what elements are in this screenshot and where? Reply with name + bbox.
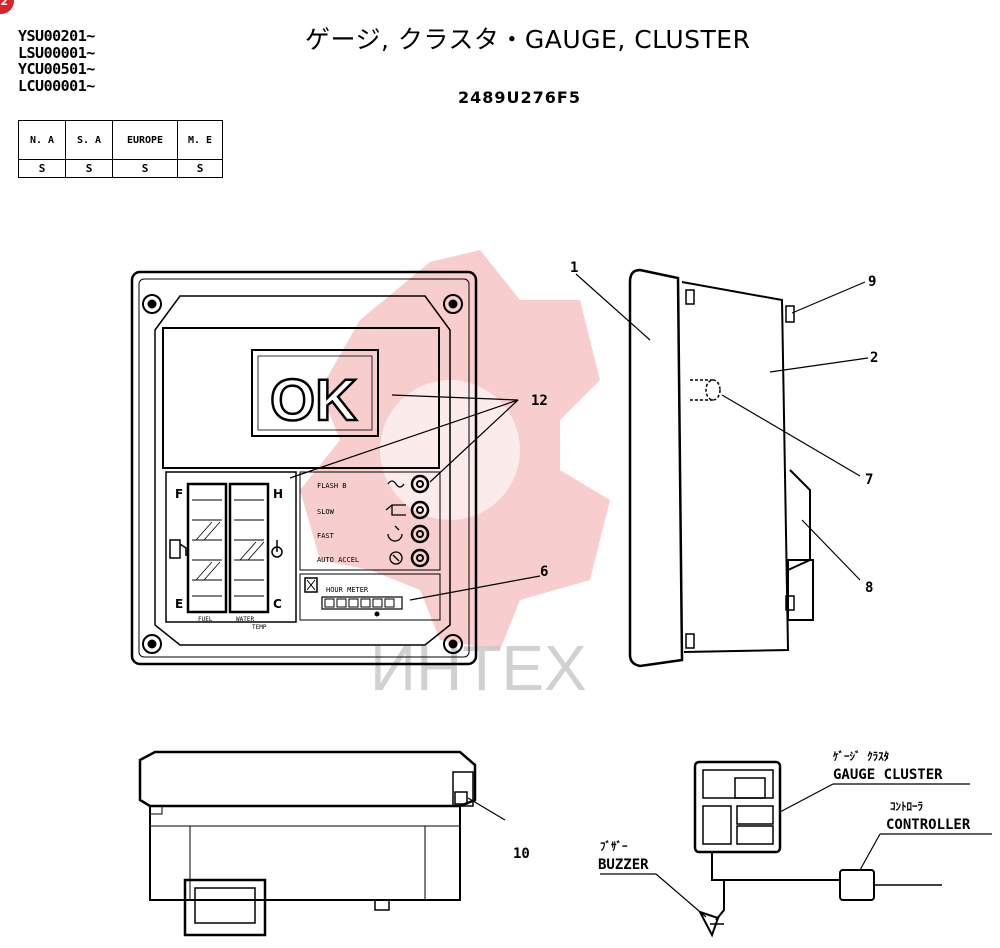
callout-9: 9	[868, 274, 876, 290]
indicator-label: SLOW	[317, 508, 335, 516]
temp-hot-mark: H	[273, 487, 283, 501]
gauge-cluster-front-view	[130, 270, 478, 666]
market-header: EUROPE	[112, 120, 178, 160]
watermark-text: ИНТЕХ	[370, 632, 587, 704]
page-badge-number: 2	[0, 0, 8, 8]
system-controller	[839, 869, 875, 901]
gauge-cluster-label-jp: ｹﾞｰｼﾞ ｸﾗｽﾀ	[833, 749, 890, 763]
serial-item: LSU00001~	[18, 43, 95, 62]
display-text: OK	[270, 368, 357, 433]
controller-label: CONTROLLER	[886, 817, 971, 833]
callout-2: 2	[870, 350, 878, 366]
serial-list: YSU00201~ LSU00001~ YCU00501~ LCU00001~	[18, 28, 95, 94]
indicator-symbol-icons	[385, 480, 406, 565]
indicator-label: FLASH B	[317, 482, 347, 490]
controller-label-jp: ｺﾝﾄﾛｰﾗ	[890, 800, 923, 813]
fuel-full-mark: F	[175, 487, 183, 501]
callout-numbers: 1 2 6 7 8 9 10 12	[513, 260, 878, 862]
buzzer-label-jp: ﾌﾞｻﾞｰ	[600, 839, 628, 853]
part-number: 2489U276F5	[458, 88, 581, 107]
system-labels: ｹﾞｰｼﾞ ｸﾗｽﾀ GAUGE CLUSTER ｺﾝﾄﾛｰﾗ CONTROLL…	[598, 749, 971, 873]
gauge-cluster-bottom-view	[138, 750, 477, 937]
indicator-label: AUTO ACCEL	[317, 556, 359, 564]
market-header: S. A	[65, 120, 113, 160]
fuel-pump-icon	[169, 539, 187, 559]
temp-icon	[271, 540, 283, 558]
callout-leader-lines	[289, 273, 992, 918]
callout-8: 8	[865, 580, 873, 596]
page-title: ゲージ, クラスタ・GAUGE, CLUSTER	[305, 25, 751, 54]
callout-7: 7	[865, 472, 873, 488]
system-wiring-diagram	[693, 760, 942, 938]
hour-meter-label: HOUR METER	[326, 586, 369, 594]
fuel-empty-mark: E	[175, 597, 183, 611]
serial-item: LCU00001~	[18, 76, 95, 95]
gauge-cluster-label: GAUGE CLUSTER	[833, 767, 943, 783]
temp-gauge-label: TEMP	[252, 624, 267, 631]
water-gauge-label: WATER	[236, 616, 254, 623]
callout-12: 12	[531, 393, 548, 409]
serial-item: YSU00201~	[18, 27, 95, 45]
system-gauge-cluster	[693, 760, 782, 854]
callout-1: 1	[570, 260, 578, 276]
market-table: N. A S. A EUROPE M. E S S S S	[18, 120, 223, 178]
callout-10: 10	[513, 846, 530, 862]
market-value: S	[65, 159, 113, 178]
market-header: M. E	[177, 120, 223, 160]
market-value: S	[177, 159, 223, 178]
temp-cold-mark: C	[273, 597, 282, 611]
indicator-label: FAST	[317, 532, 335, 540]
front-view-labels: OK FLASH B SLOW FAST AUTO ACCEL F E H C …	[175, 367, 369, 631]
buzzer-icon	[697, 910, 720, 938]
serial-item: YCU00501~	[18, 60, 95, 78]
callout-6: 6	[540, 564, 548, 580]
fuel-gauge-label: FUEL	[198, 616, 213, 623]
buzzer-label: BUZZER	[598, 857, 649, 873]
gauge-cluster-side-view	[628, 268, 814, 668]
